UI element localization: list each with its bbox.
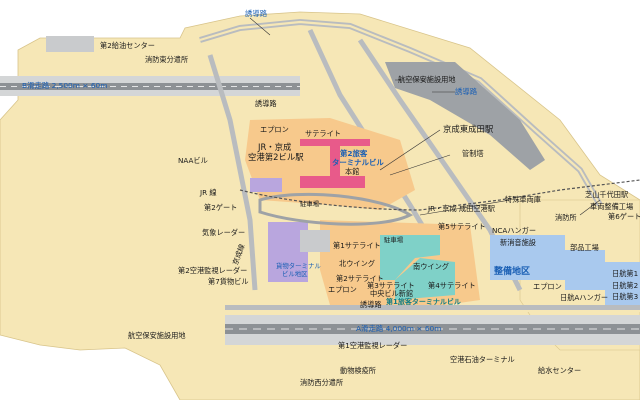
- taxiway-parallel-b: [207, 54, 258, 291]
- fuel-center-2: [46, 36, 94, 52]
- label-central-building-annex: 中央ビル新館: [370, 289, 413, 298]
- label-shibayama-chiyoda: 芝山千代田駅: [585, 190, 628, 199]
- label-apron-mid: エプロン: [328, 285, 357, 294]
- label-satellite-4: 第4サテライト: [428, 281, 476, 290]
- label-weather-radar: 気象レーダー: [202, 228, 245, 237]
- label-aviation-security-w: 航空保安施設用地: [128, 331, 186, 340]
- label-taxiway-left: 誘導路: [255, 99, 277, 108]
- label-north-wing: 北ウイング: [339, 259, 375, 268]
- facility-naa: [250, 178, 282, 192]
- label-cargo-terminal: 貨物ターミナルビル地区: [276, 261, 321, 278]
- label-satellite-1: 第1サテライト: [333, 241, 381, 250]
- aviation-security-area-ne: [385, 62, 545, 170]
- terminal-1-south-wing: [395, 258, 455, 300]
- label-apron-top: エプロン: [260, 125, 289, 134]
- label-gate-2: 第2ゲート: [204, 203, 237, 212]
- terminal-2-main: [300, 176, 365, 188]
- label-vehicle-maintenance: 車両整備工場: [590, 202, 633, 211]
- label-terminal-2: 第2旅客ターミナルビル: [332, 149, 384, 167]
- label-jr-line: JR 線: [199, 188, 217, 197]
- label-parts-factory: 部品工場: [570, 243, 599, 252]
- label-keisei-higashinarita: 京成東成田駅: [443, 124, 494, 134]
- label-fire-west: 消防西分遣所: [300, 378, 343, 387]
- label-terminal-1: 第1旅客ターミナルビル: [386, 297, 461, 306]
- label-taxiway-mid: 誘導路: [360, 300, 382, 309]
- runway-b: [0, 83, 300, 90]
- label-runway-a: A滑走路 4,000m × 60m: [356, 324, 441, 333]
- label-jal-factory-2: 日航第2: [612, 281, 638, 290]
- label-special-vehicle-garage: 特殊車両庫: [505, 195, 541, 204]
- label-naa-building: NAAビル: [178, 156, 208, 165]
- label-jal-factory-1: 日航第1: [612, 269, 638, 278]
- label-main-building: 本館: [345, 167, 359, 176]
- label-airport-monitor-radar-2: 第2空港監視レーダー: [178, 266, 247, 275]
- label-jr-keisei-t2-station: JR・京成空港第2ビル駅: [248, 142, 304, 162]
- label-taxiway-top: 誘導路: [245, 9, 268, 18]
- maintenance-area: [490, 235, 565, 280]
- terminal-1-north-wing: [380, 235, 440, 280]
- label-maintenance-area: 整備地区: [493, 265, 530, 277]
- label-jal-a-hangar: 日航Aハンガー: [560, 293, 608, 302]
- label-control-tower: 管制塔: [462, 149, 484, 158]
- label-satellite-top: サテライト: [305, 129, 341, 138]
- label-animal-quarantine: 動物検疫所: [340, 366, 376, 375]
- label-parking: 駐車場: [300, 199, 320, 208]
- terminal-2-satellite: [300, 139, 370, 146]
- label-water-supply-center: 給水センター: [538, 366, 581, 375]
- label-satellite-3: 第3サテライト: [367, 281, 415, 290]
- label-cargo-building-7: 第7貨物ビル: [208, 277, 249, 286]
- label-nca-hangar: NCAハンガー: [492, 226, 536, 235]
- label-airport-monitor-radar-1: 第1空港監視レーダー: [338, 341, 407, 350]
- label-aviation-security-ne: 航空保安施設用地: [398, 75, 456, 84]
- label-satellite-2: 第2サテライト: [336, 274, 384, 283]
- rail-line: [239, 179, 640, 211]
- label-taxiway-right: 誘導路: [455, 87, 478, 96]
- label-runway-b: B滑走路 2,500m × 60m: [22, 81, 107, 90]
- label-airport-oil-terminal: 空港石油ターミナル: [450, 355, 515, 364]
- label-gate-6: 第6ゲート: [608, 212, 640, 221]
- label-fire-station: 消防所: [555, 213, 577, 222]
- label-parking-2: 駐車場: [384, 235, 404, 244]
- parking-loop: [258, 192, 414, 226]
- label-new-fire-facility: 新消音施設: [500, 238, 536, 247]
- label-fuel-center-2: 第2給油センター: [100, 41, 155, 50]
- runway-a: [225, 324, 640, 334]
- label-apron-east: エプロン: [533, 282, 562, 291]
- label-satellite-5: 第5サテライト: [438, 222, 486, 231]
- label-jal-factory-3: 日航第3: [612, 292, 638, 301]
- label-south-wing: 南ウイング: [413, 262, 449, 271]
- label-jr-keisei-narita-station: JR・京成 成田空港駅: [427, 204, 495, 213]
- label-fire-east: 消防東分遣所: [145, 55, 188, 64]
